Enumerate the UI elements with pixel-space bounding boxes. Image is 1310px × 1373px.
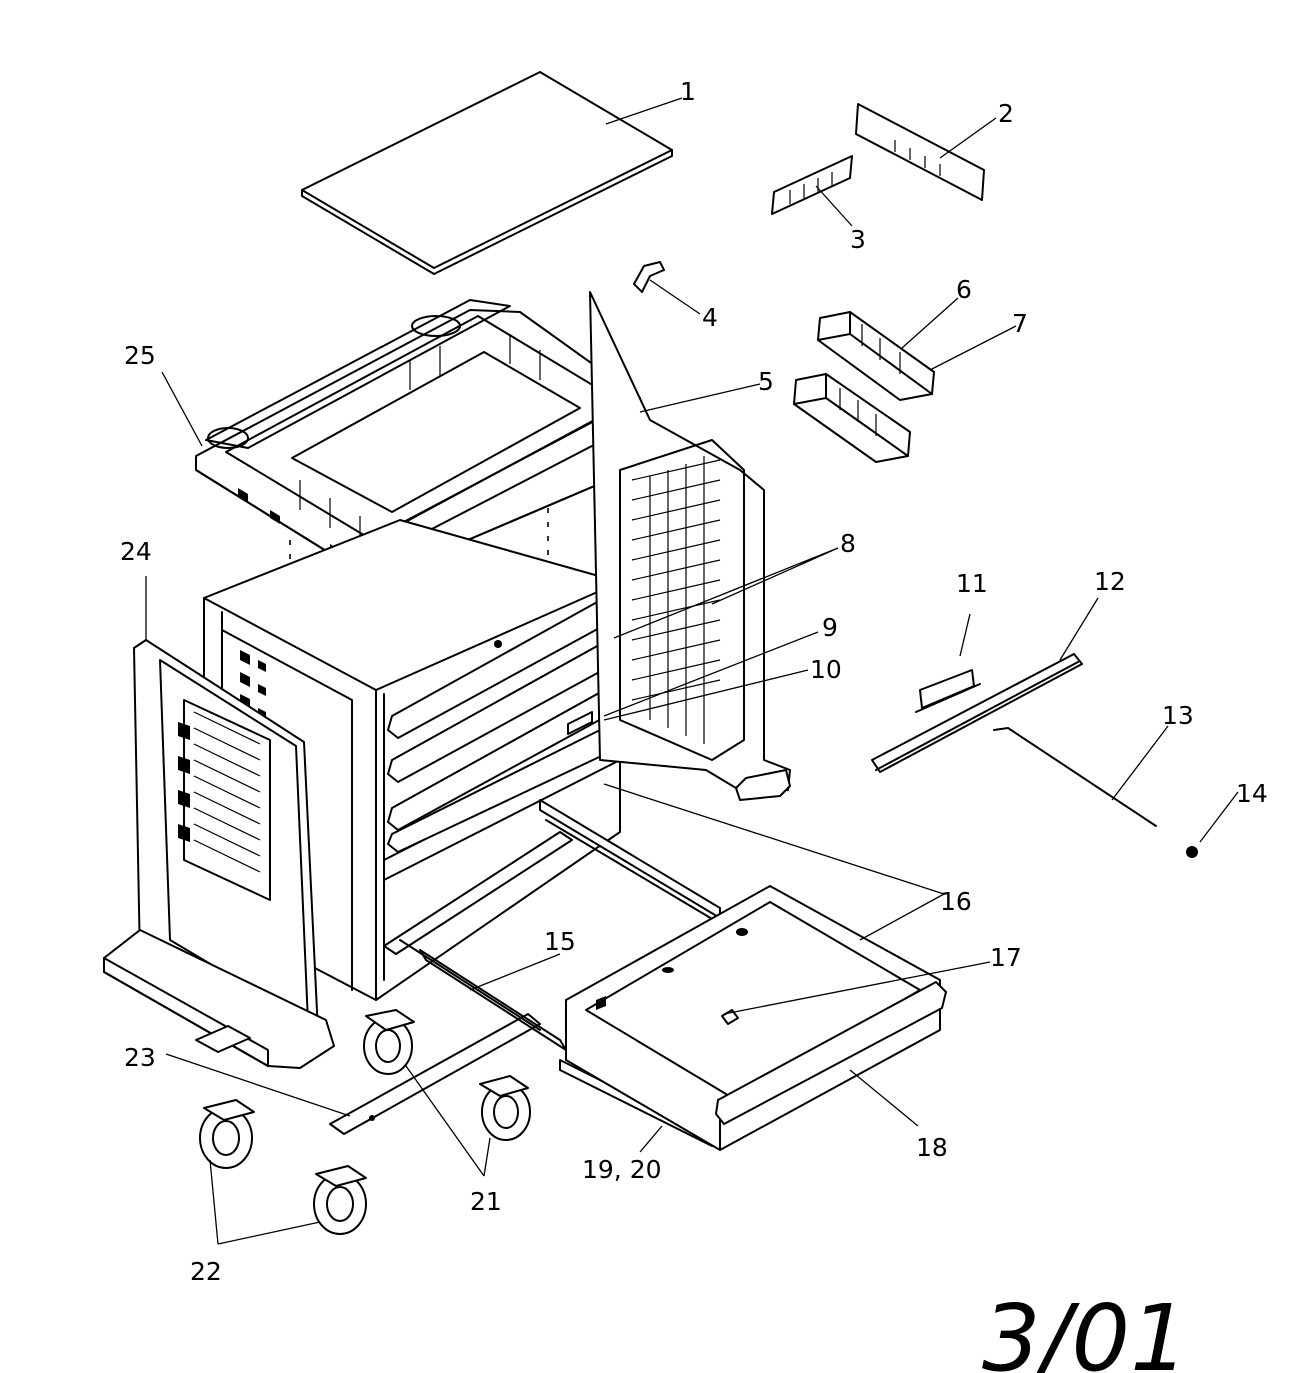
- part-7-compartment-tray: [793, 373, 911, 463]
- callout-7: 7: [1012, 309, 1028, 338]
- callout-12: 12: [1094, 567, 1126, 596]
- part-12-long-rail: [871, 653, 1083, 773]
- callout-2: 2: [998, 99, 1014, 128]
- part-5-right-side-panel: [589, 291, 791, 801]
- part-24-left-side-panel: [103, 639, 335, 1069]
- callout-5: 5: [758, 367, 774, 396]
- part-1-top-mat: [301, 71, 673, 275]
- callout-16: 16: [940, 887, 972, 916]
- callout-25: 25: [124, 341, 156, 370]
- callout-23: 23: [124, 1043, 156, 1072]
- page-code: 3/01: [982, 1285, 1189, 1373]
- callout-4: 4: [702, 303, 718, 332]
- callout-18: 18: [916, 1133, 948, 1162]
- callout-19-20: 19, 20: [582, 1155, 662, 1184]
- part-22-caster-right: [313, 1165, 367, 1235]
- callout-15: 15: [544, 927, 576, 956]
- part-6-compartment-tray: [817, 311, 935, 401]
- callout-10: 10: [810, 655, 842, 684]
- leader-lines: [145, 97, 1239, 1245]
- callout-14: 14: [1236, 779, 1268, 808]
- part-18-drawer-handle: [715, 981, 947, 1125]
- callout-1: 1: [680, 77, 696, 106]
- part-17-drawer-catch: [721, 1009, 739, 1025]
- callout-3: 3: [850, 225, 866, 254]
- callout-24: 24: [120, 537, 152, 566]
- callout-13: 13: [1162, 701, 1194, 730]
- callout-22: 22: [190, 1257, 222, 1286]
- part-16-drawer-box: [565, 885, 941, 1151]
- part-2-long-divider: [855, 103, 985, 201]
- part-4-clip: [633, 261, 665, 293]
- part-23-bracket-plate: [195, 1013, 541, 1135]
- callout-21: 21: [470, 1187, 502, 1216]
- drawer-fronts: [387, 595, 619, 853]
- part-13-rod: [993, 727, 1157, 827]
- callout-11: 11: [956, 569, 988, 598]
- part-3-short-divider: [771, 155, 853, 215]
- callout-9: 9: [822, 613, 838, 642]
- part-21-caster-left: [363, 1009, 415, 1075]
- part-22-caster-left: [199, 1099, 255, 1169]
- part-14-knob: [1186, 846, 1198, 858]
- callout-6: 6: [956, 275, 972, 304]
- callout-8: 8: [840, 529, 856, 558]
- part-11-rail-bracket: [915, 669, 981, 713]
- callout-17: 17: [990, 943, 1022, 972]
- part-21-caster-right: [479, 1075, 531, 1141]
- callout-labels: 1 2 3 4 5 6 7 8 9 10 11 12 13 14 15 16 1…: [120, 77, 1268, 1286]
